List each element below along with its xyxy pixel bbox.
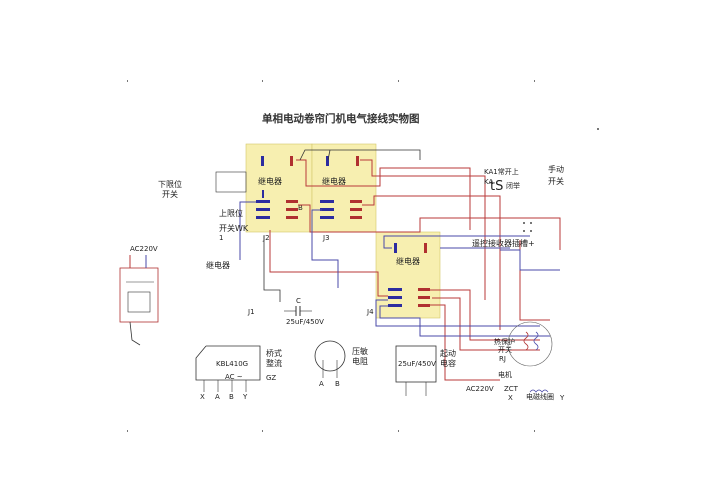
- rect-a-label: A: [215, 393, 220, 401]
- b-mark: B: [298, 204, 303, 212]
- bridge-label-1: 桥式: [266, 348, 282, 358]
- start-cap-value: 25uF/450V: [398, 360, 436, 368]
- scan-marks: [127, 80, 599, 432]
- thermal-label-1: 热保护: [494, 337, 515, 346]
- rect-x-label: X: [200, 393, 205, 401]
- j4-label: J4: [366, 308, 374, 316]
- lower-limit-label-2: 开关: [162, 189, 178, 199]
- relay-j3-contacts: [320, 156, 362, 219]
- j2-label: J2: [262, 234, 270, 242]
- varistor-label-1: 压敏: [352, 346, 368, 356]
- j1-label: J1: [247, 308, 255, 316]
- cap-c-label: C: [296, 297, 301, 305]
- y-right-label: Y: [559, 394, 565, 402]
- relay-j4-contacts: [388, 243, 430, 307]
- start-cap-label-1: 起动: [440, 348, 456, 358]
- rj-label: RJ: [499, 355, 506, 363]
- remote-label: 遥控接收器插槽+: [472, 238, 535, 248]
- ka1-label-1: KA1常开上: [484, 167, 519, 176]
- relay-box-j4: [375, 231, 441, 319]
- relay-label-1: 继电器: [258, 176, 282, 186]
- brake-label: 电磁线圈: [526, 392, 554, 401]
- zct-x-label: X: [508, 394, 513, 402]
- dark-wires: [263, 149, 421, 302]
- varistor-b: B: [335, 380, 340, 388]
- ac220v-right-label: AC220V: [466, 385, 494, 393]
- power-switch: [119, 255, 159, 346]
- start-capacitor: [395, 345, 437, 396]
- kbl-label: KBL410G: [216, 360, 248, 368]
- varistor-a: A: [319, 380, 324, 388]
- upper-limit-label: 上限位: [219, 208, 243, 218]
- relay-box-j2: [245, 143, 313, 233]
- small-capacitor: [284, 306, 312, 316]
- varistor-label-2: 电阻: [352, 356, 368, 366]
- relay-label-3: 继电器: [396, 256, 420, 266]
- bridge-label-2: 整流: [266, 358, 282, 368]
- ts-label: tS: [490, 179, 503, 194]
- ac-dash-label: AC ~: [225, 373, 243, 381]
- relay-j2-contacts: [256, 156, 298, 219]
- rect-y-label: Y: [242, 393, 248, 401]
- manual-label-2: 开关: [548, 176, 564, 186]
- ac220v-left-label: AC220V: [130, 245, 158, 253]
- bridge-rectifier: [195, 345, 261, 392]
- motor-label: 电机: [498, 370, 512, 379]
- relay-label-4: 继电器: [206, 260, 230, 270]
- gz-label: GZ: [266, 374, 276, 382]
- varistor: [314, 340, 346, 378]
- thermal-label-2: 开关: [498, 345, 512, 354]
- blue-wires: [239, 201, 560, 337]
- switch-wk-label: 开关WK: [219, 223, 249, 233]
- lower-limit-label-1: 下限位: [158, 179, 182, 189]
- switch-wk-num: 1: [219, 234, 223, 242]
- ts-suffix: 闭举: [506, 181, 520, 190]
- start-cap-label-2: 电容: [440, 358, 456, 368]
- manual-label-1: 手动: [548, 164, 564, 174]
- red-wires: [269, 159, 561, 381]
- lower-limit-switch: [215, 171, 247, 193]
- diagram-title: 单相电动卷帘门机电气接线实物图: [262, 112, 420, 125]
- motor-section: [507, 321, 553, 393]
- ka1-label-2: KA: [484, 178, 493, 186]
- rect-b-label: B: [229, 393, 234, 401]
- cap-small-value: 25uF/450V: [286, 318, 324, 326]
- relay-label-2: 继电器: [322, 176, 346, 186]
- j3-label: J3: [322, 234, 330, 242]
- zct-label: ZCT: [504, 385, 519, 393]
